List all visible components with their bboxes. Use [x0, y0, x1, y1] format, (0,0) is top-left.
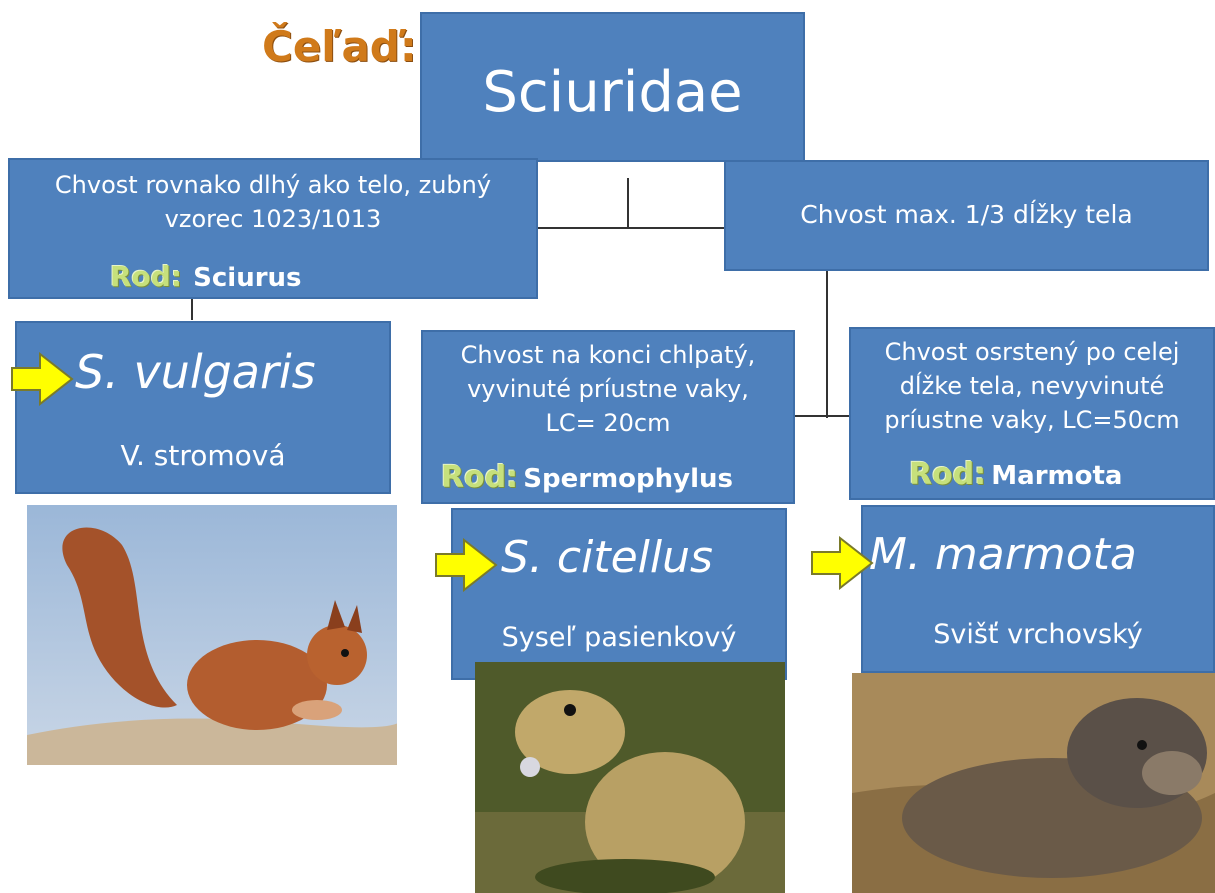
right-genus-box: Chvost osrstený po celej dĺžke tela, nev… [849, 327, 1215, 500]
right-branch-description: Chvost max. 1/3 dĺžky tela [726, 200, 1207, 229]
left-species-box: S. vulgaris V. stromová [15, 321, 391, 494]
middle-rod-row: Rod: Spermophylus [441, 460, 733, 495]
red-squirrel-photo [27, 505, 397, 765]
right-desc-line-3: príustne vaky, LC=50cm [851, 403, 1213, 437]
connector-right-down [826, 270, 828, 418]
left-rod-label: Rod: [110, 260, 182, 293]
middle-rod-label: Rod: [441, 460, 518, 495]
middle-species-box: S. citellus Syseľ pasienkový [451, 508, 787, 680]
ground-squirrel-photo [475, 662, 785, 893]
left-branch-description: Chvost rovnako dlhý ako telo, zubný vzor… [16, 168, 530, 236]
right-common-name: Svišť vrchovský [863, 619, 1213, 650]
arrow-icon [810, 536, 874, 590]
connector-horizontal-top [537, 227, 724, 229]
left-branch-box: Chvost rovnako dlhý ako telo, zubný vzor… [8, 158, 538, 299]
right-desc-line-2: dĺžke tela, nevyvinuté [851, 369, 1213, 403]
middle-genus-description: Chvost na konci chlpatý, vyvinuté príust… [423, 338, 793, 440]
right-genus-description: Chvost osrstený po celej dĺžke tela, nev… [851, 335, 1213, 437]
family-label: Čeľaď: [262, 22, 417, 71]
right-branch-box: Chvost max. 1/3 dĺžky tela [724, 160, 1209, 271]
family-name: Sciuridae [422, 60, 803, 125]
connector-left-down [191, 298, 193, 320]
right-desc-line-1: Chvost osrstený po celej [851, 335, 1213, 369]
left-species-name: S. vulgaris [75, 345, 316, 399]
arrow-icon [434, 538, 498, 592]
middle-rod-value: Spermophylus [523, 464, 733, 494]
family-box: Sciuridae [420, 12, 805, 162]
middle-desc-line-2: vyvinuté príustne vaky, [423, 372, 793, 406]
right-species-name: M. marmota [869, 529, 1137, 580]
middle-desc-line-3: LC= 20cm [423, 406, 793, 440]
connector-horizontal-mid [795, 415, 855, 417]
right-species-box: M. marmota Svišť vrchovský [861, 505, 1215, 673]
marmot-photo [852, 673, 1215, 893]
middle-genus-box: Chvost na konci chlpatý, vyvinuté príust… [421, 330, 795, 504]
arrow-icon [10, 352, 74, 406]
connector-family-down [627, 178, 629, 228]
middle-desc-line-1: Chvost na konci chlpatý, [423, 338, 793, 372]
left-rod-value: Sciurus [193, 263, 301, 293]
left-common-name: V. stromová [17, 439, 389, 472]
right-rod-value: Marmota [991, 461, 1122, 491]
middle-common-name: Syseľ pasienkový [453, 622, 785, 653]
right-rod-row: Rod: Marmota [909, 457, 1122, 492]
right-rod-label: Rod: [909, 457, 986, 492]
left-rod-row: Rod: Sciurus [110, 260, 302, 293]
middle-species-name: S. citellus [501, 532, 713, 583]
